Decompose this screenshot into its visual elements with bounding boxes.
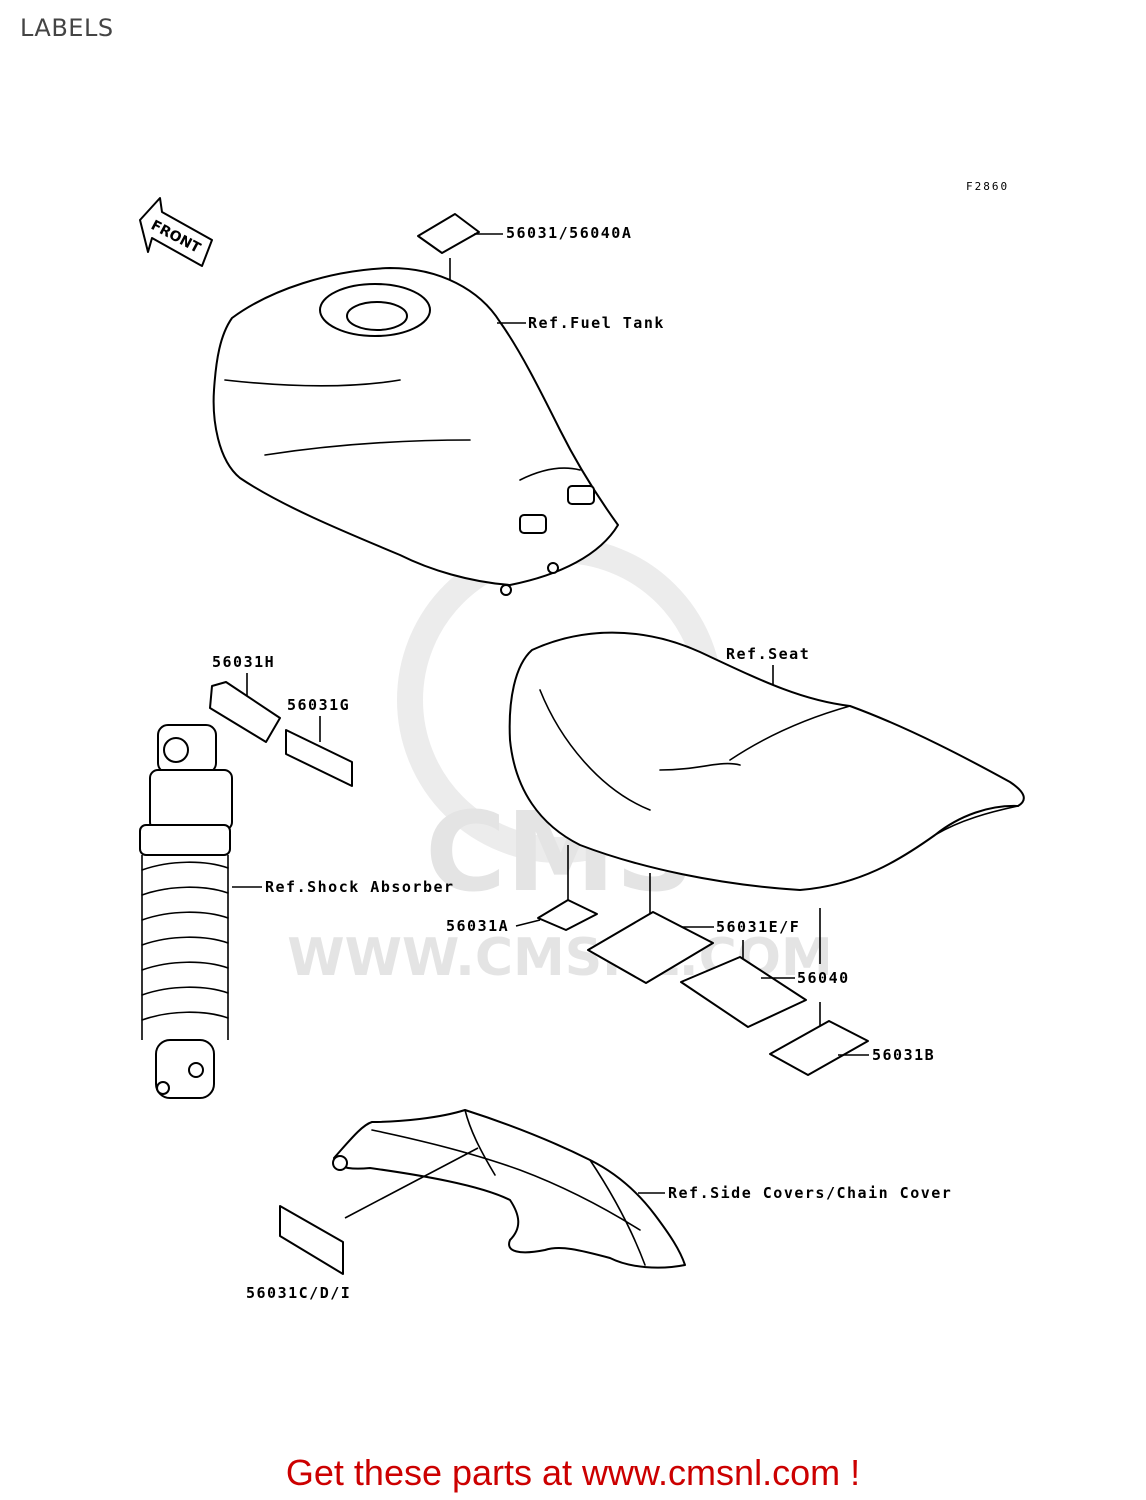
label-ef-part-number: 56031E/F (716, 918, 800, 936)
label-b-part-number: 56031B (872, 1046, 935, 1064)
cta-link[interactable]: Get these parts at www.cmsnl.com ! (285, 1452, 861, 1493)
tank-decal-label (417, 213, 480, 254)
label-cdi (279, 1205, 344, 1275)
label-56040-part-number: 56040 (797, 969, 850, 987)
label-cdi-part-number: 56031C/D/I (246, 1284, 351, 1302)
label-ef (587, 911, 714, 984)
fuel-tank (212, 267, 619, 596)
shock-absorber (139, 724, 233, 1099)
label-a (537, 899, 598, 931)
page-title: LABELS (20, 14, 114, 42)
front-arrow-icon: FRONT (139, 197, 213, 267)
label-56040 (680, 956, 807, 1028)
shock-ref: Ref.Shock Absorber (265, 878, 455, 896)
label-h-part-number: 56031H (212, 653, 275, 671)
label-g (285, 729, 353, 787)
fuel-tank-ref: Ref.Fuel Tank (528, 314, 665, 332)
label-a-part-number: 56031A (446, 917, 509, 935)
side-covers-ref: Ref.Side Covers/Chain Cover (668, 1184, 952, 1202)
figure-code: F2860 (966, 180, 1009, 193)
label-g-part-number: 56031G (287, 696, 350, 714)
label-h (209, 681, 281, 743)
seat (508, 631, 1025, 891)
tank-decal-part-number: 56031/56040A (506, 224, 632, 242)
label-b (769, 1020, 869, 1076)
seat-ref: Ref.Seat (726, 645, 810, 663)
chain-cover (332, 1109, 686, 1269)
